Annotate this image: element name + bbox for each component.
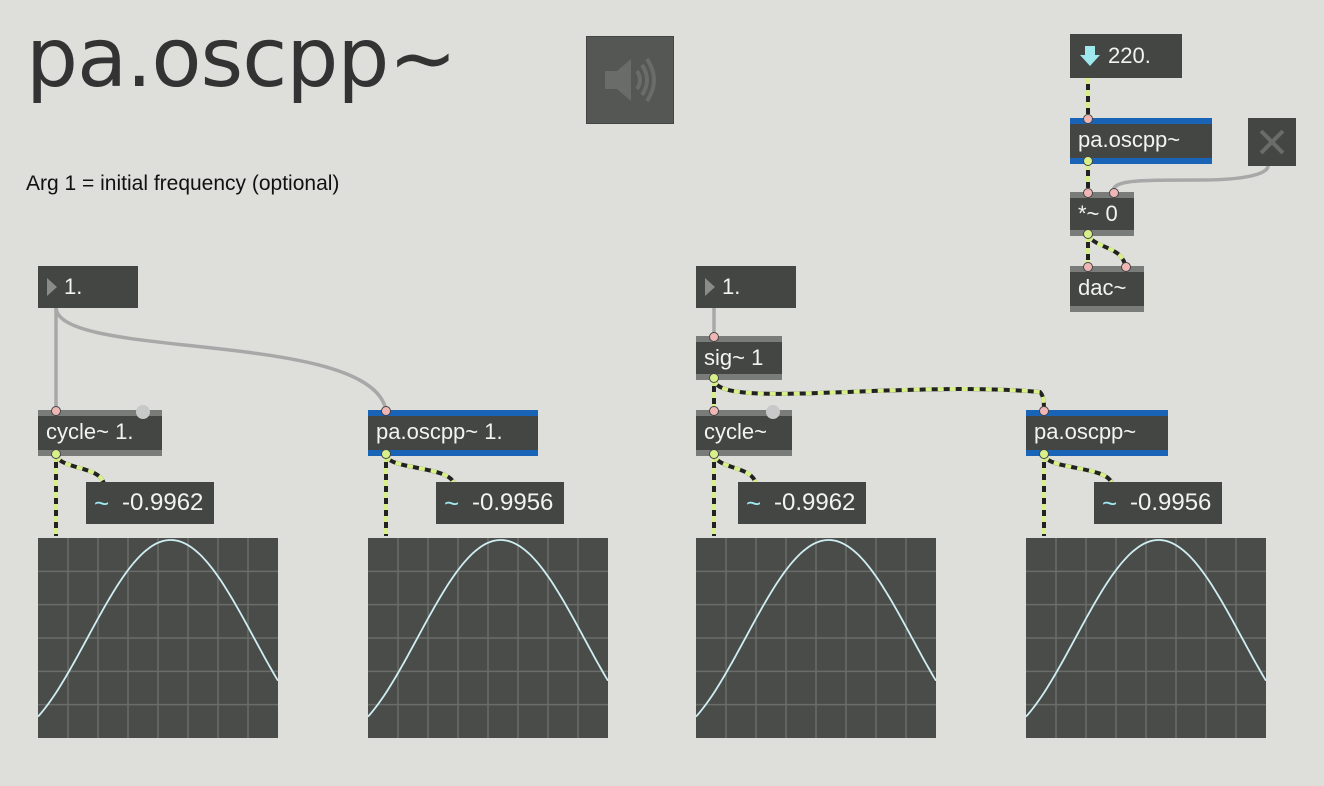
speaker-volume-icon <box>605 57 656 103</box>
object-label: pa.oscpp~ <box>1034 419 1137 444</box>
frequency-message[interactable]: 220. <box>1070 34 1182 78</box>
inlet[interactable] <box>1121 262 1131 272</box>
readout-value: -0.9956 <box>472 489 554 516</box>
play-triangle-icon <box>705 278 715 296</box>
object-label: cycle~ 1. <box>46 419 134 444</box>
outlet[interactable] <box>709 449 719 459</box>
outlet[interactable] <box>1039 449 1049 459</box>
scope-display <box>1026 538 1266 738</box>
object-label: *~ 0 <box>1078 201 1118 226</box>
patch-title: pa.oscpp~ <box>26 11 457 106</box>
waveform-trace <box>696 539 936 718</box>
outlet[interactable] <box>1083 156 1093 166</box>
object-label: dac~ <box>1078 275 1127 300</box>
inlet[interactable] <box>1109 188 1119 198</box>
cycle-inlet-dot <box>766 405 780 419</box>
oscpp-object-left[interactable]: pa.oscpp~ 1. <box>368 410 538 456</box>
arg-comment: Arg 1 = initial frequency (optional) <box>26 172 340 195</box>
waveform-trace <box>368 539 608 718</box>
scope-osc-left[interactable] <box>368 538 608 738</box>
scope-display <box>38 538 278 738</box>
frequency-value: 220. <box>1108 43 1151 68</box>
speaker-button[interactable] <box>586 36 674 124</box>
scope-cycle-right[interactable] <box>696 538 936 738</box>
cycle-inlet-dot <box>136 405 150 419</box>
inlet[interactable] <box>1083 188 1093 198</box>
inlet[interactable] <box>1083 114 1093 124</box>
scope-display <box>368 538 608 738</box>
signal-readout-osc-left: ~ -0.9956 <box>436 482 564 524</box>
signal-tilde-icon: ~ <box>444 488 460 518</box>
float-number-left[interactable]: 1. <box>38 266 138 308</box>
waveform-trace <box>1026 539 1266 718</box>
inlet[interactable] <box>1039 406 1049 416</box>
play-triangle-icon <box>47 278 57 296</box>
inlet[interactable] <box>1083 262 1093 272</box>
float-value: 1. <box>64 274 83 299</box>
inlet[interactable] <box>381 406 391 416</box>
outlet[interactable] <box>1083 229 1093 239</box>
signal-cables <box>54 78 1128 536</box>
scope-osc-right[interactable] <box>1026 538 1266 738</box>
signal-tilde-icon: ~ <box>1102 488 1118 518</box>
oscpp-object-right[interactable]: pa.oscpp~ <box>1026 410 1168 456</box>
object-label: sig~ 1 <box>704 345 764 370</box>
signal-tilde-icon: ~ <box>746 488 762 518</box>
scope-cycle-left[interactable] <box>38 538 278 738</box>
down-arrow-icon <box>1080 46 1100 66</box>
oscpp-object-top[interactable]: pa.oscpp~ <box>1070 118 1212 164</box>
outlet[interactable] <box>51 449 61 459</box>
waveform-trace <box>38 539 278 718</box>
inlet[interactable] <box>709 406 719 416</box>
outlet[interactable] <box>709 373 719 383</box>
float-value: 1. <box>722 274 741 299</box>
object-label: pa.oscpp~ <box>1078 127 1181 152</box>
close-x-icon <box>1259 129 1285 155</box>
inlet[interactable] <box>51 406 61 416</box>
outlet[interactable] <box>381 449 391 459</box>
signal-tilde-icon: ~ <box>94 488 110 518</box>
signal-readout-cycle-left: ~ -0.9962 <box>86 482 214 524</box>
toggle-button[interactable] <box>1248 118 1296 166</box>
float-number-right[interactable]: 1. <box>696 266 796 308</box>
readout-value: -0.9956 <box>1130 489 1212 516</box>
signal-readout-cycle-right: ~ -0.9962 <box>738 482 866 524</box>
object-label: cycle~ <box>704 419 767 444</box>
scope-display <box>696 538 936 738</box>
readout-value: -0.9962 <box>122 489 204 516</box>
readout-value: -0.9962 <box>774 489 856 516</box>
multiply-object[interactable]: *~ 0 <box>1070 192 1134 236</box>
inlet[interactable] <box>709 332 719 342</box>
signal-readout-osc-right: ~ -0.9956 <box>1094 482 1222 524</box>
dac-object[interactable]: dac~ <box>1070 266 1144 312</box>
object-label: pa.oscpp~ 1. <box>376 419 503 444</box>
sig-object[interactable]: sig~ 1 <box>696 336 782 380</box>
